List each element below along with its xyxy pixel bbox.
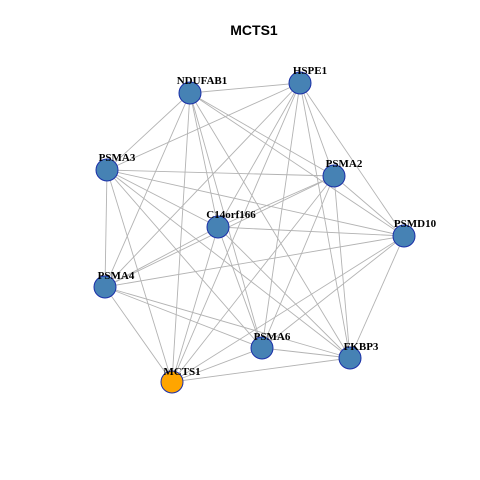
edge-psma2-psma6 (261, 175, 335, 349)
edge-c14orf166-psmd10 (217, 226, 405, 237)
edge-ndufab1-psma2 (189, 92, 335, 177)
node-label-mcts1: MCTS1 (163, 366, 200, 378)
edge-psma2-psmd10 (333, 175, 405, 237)
edge-ndufab1-fkbp3 (189, 92, 351, 359)
node-label-hspe1: HSPE1 (293, 65, 327, 77)
node-label-psma4: PSMA4 (98, 270, 135, 282)
node-mcts1 (160, 370, 184, 394)
edge-ndufab1-mcts1 (171, 92, 191, 383)
edge-psma3-fkbp3 (106, 169, 351, 359)
edge-hspe1-psmd10 (299, 82, 405, 237)
node-psma2 (322, 164, 346, 188)
edge-psma3-mcts1 (106, 169, 173, 383)
edge-ndufab1-psma4 (104, 92, 191, 288)
edge-psma2-c14orf166 (217, 175, 335, 228)
edge-psmd10-fkbp3 (349, 235, 405, 359)
edge-ndufab1-psma3 (106, 92, 191, 171)
edge-psma4-psma6 (104, 286, 263, 349)
edge-psmd10-mcts1 (171, 235, 405, 383)
edge-psma3-psmd10 (106, 169, 405, 237)
edge-c14orf166-mcts1 (171, 226, 219, 383)
node-label-psma3: PSMA3 (99, 152, 136, 164)
node-psma4 (93, 275, 117, 299)
node-c14orf166 (206, 215, 230, 239)
edge-psma6-mcts1 (171, 347, 263, 383)
node-psma3 (95, 158, 119, 182)
node-ndufab1 (178, 81, 202, 105)
edge-hspe1-psma4 (104, 82, 301, 288)
edge-ndufab1-hspe1 (189, 82, 301, 94)
node-hspe1 (288, 71, 312, 95)
node-label-psma2: PSMA2 (326, 158, 363, 170)
node-label-psmd10: PSMD10 (394, 218, 437, 230)
edge-hspe1-psma6 (261, 82, 301, 349)
edge-hspe1-mcts1 (171, 82, 301, 383)
edge-hspe1-fkbp3 (299, 82, 351, 359)
edge-psma2-mcts1 (171, 175, 335, 383)
node-fkbp3 (338, 346, 362, 370)
node-label-ndufab1: NDUFAB1 (177, 75, 228, 87)
edge-psma3-psma4 (104, 169, 108, 288)
edge-psma6-fkbp3 (261, 347, 351, 359)
edge-psmd10-psma4 (104, 235, 405, 288)
edge-psma3-psma6 (106, 169, 263, 349)
edge-psmd10-psma6 (261, 235, 405, 349)
edge-psma2-fkbp3 (333, 175, 351, 359)
edges-layer (104, 82, 405, 383)
edge-fkbp3-mcts1 (171, 357, 351, 383)
node-label-c14orf166: C14orf166 (206, 209, 256, 221)
edge-c14orf166-psma6 (217, 226, 263, 349)
edge-hspe1-psma3 (106, 82, 301, 171)
edge-psma3-c14orf166 (106, 169, 219, 228)
edge-psma3-psma2 (106, 169, 335, 177)
node-label-fkbp3: FKBP3 (344, 341, 379, 353)
edge-psma4-fkbp3 (104, 286, 351, 359)
node-label-psma6: PSMA6 (254, 331, 291, 343)
edge-hspe1-c14orf166 (217, 82, 301, 228)
edge-hspe1-psma2 (299, 82, 335, 177)
edge-c14orf166-fkbp3 (217, 226, 351, 359)
graph-title: MCTS1 (230, 22, 278, 38)
node-psmd10 (392, 224, 416, 248)
edge-ndufab1-c14orf166 (189, 92, 219, 228)
nodes-layer (93, 71, 416, 394)
edge-psma4-mcts1 (104, 286, 173, 383)
node-psma6 (250, 336, 274, 360)
edge-c14orf166-psma4 (104, 226, 219, 288)
